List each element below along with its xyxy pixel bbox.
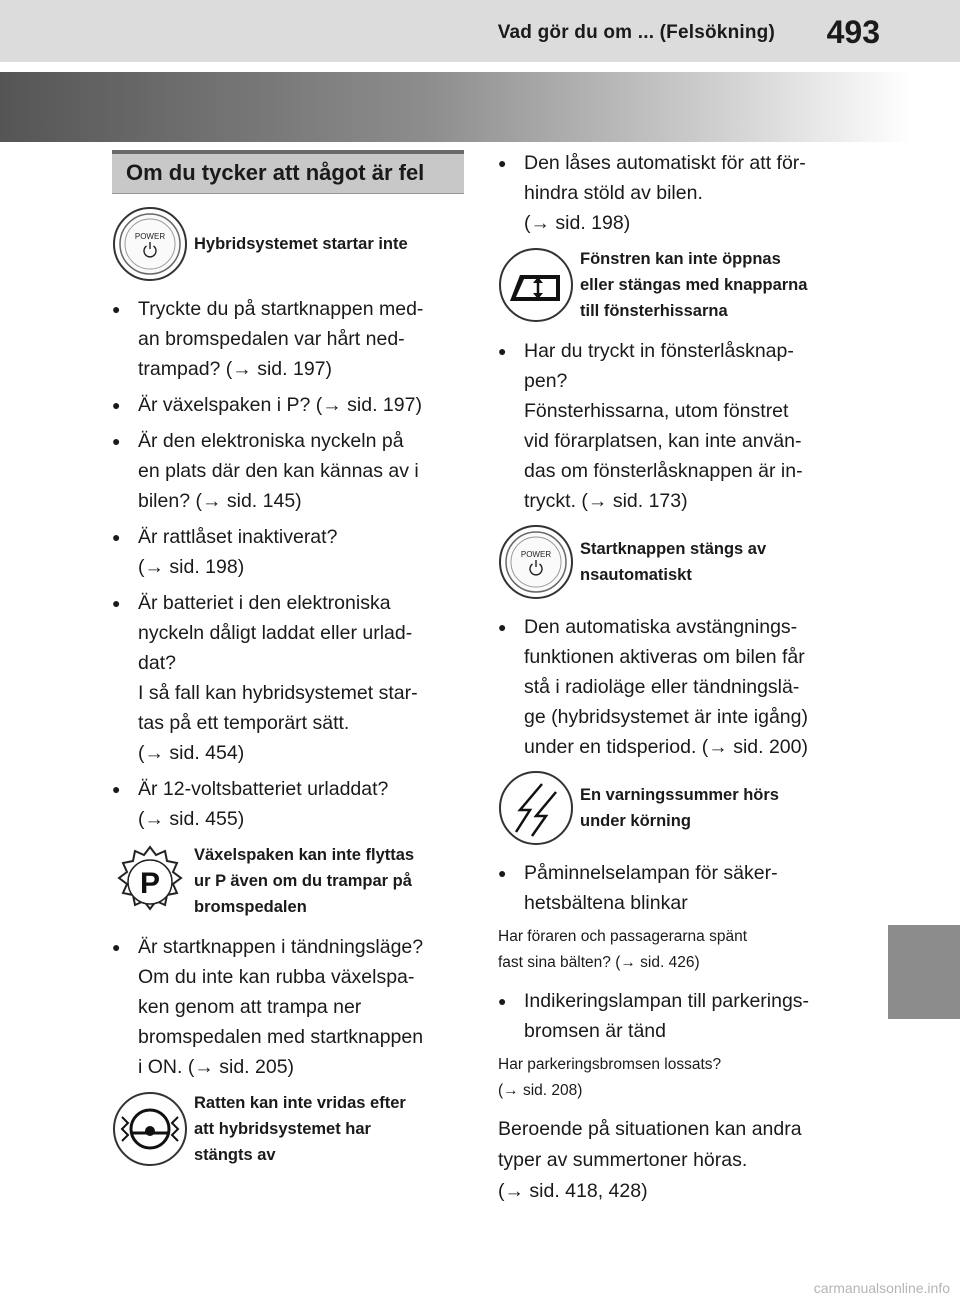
window-switch-icon (499, 248, 573, 322)
page-number: 493 (826, 14, 880, 50)
chapter-title: Vad gör du om ... (Felsökning) (497, 22, 775, 43)
power-button-icon: POWER (499, 525, 573, 599)
power-button-icon: POWER (113, 207, 187, 281)
buzzer-warning-icon (499, 771, 573, 845)
list-item: Är växelspaken i P? (→ sid. 197) (112, 390, 464, 420)
list-item: Tryckte du på startknappen med-an bromsp… (112, 294, 464, 384)
power-label: POWER (135, 232, 165, 241)
p-letter: P (140, 867, 160, 900)
right-column: Den låses automatiskt för att för-hindra… (498, 148, 848, 1207)
list-item: Den automatiska avstängnings-funktionen … (498, 612, 848, 762)
subsection-heading: Hybridsystemet startar inte (194, 235, 408, 253)
list-item: Är rattlåset inaktiverat?(→ sid. 198) (112, 522, 464, 582)
list-item: Är 12-voltsbatteriet urladdat?(→ sid. 45… (112, 774, 464, 834)
list-item: Är startknappen i tändningsläge?Om du in… (112, 932, 464, 1082)
left-column: Om du tycker att något är fel POWER Hybr… (112, 150, 464, 1180)
header-bar: Vad gör du om ... (Felsökning) 493 (0, 0, 960, 62)
list-item: Indikeringslampan till parkerings-bromse… (498, 986, 848, 1046)
subsection-hybrid-not-starting: POWER Hybridsystemet startar inte (112, 206, 464, 282)
power-label: POWER (521, 550, 551, 559)
list-item: Den låses automatiskt för att för-hindra… (498, 148, 848, 238)
header-gradient-band (0, 72, 960, 142)
gear-p-icon: P (117, 845, 183, 911)
watermark: carmanualsonline.info (813, 1280, 950, 1296)
section-title: Om du tycker att något är fel (112, 150, 464, 194)
note-text: Har parkeringsbromsen lossats?(→ sid. 20… (498, 1056, 722, 1099)
list-item: Påminnelselampan för säker-hetsbältena b… (498, 858, 848, 918)
list-item: Har du tryckt in fönsterlåsknap-pen?Föns… (498, 336, 848, 516)
chapter-side-tab (888, 925, 960, 1019)
steering-lock-icon (113, 1092, 187, 1166)
